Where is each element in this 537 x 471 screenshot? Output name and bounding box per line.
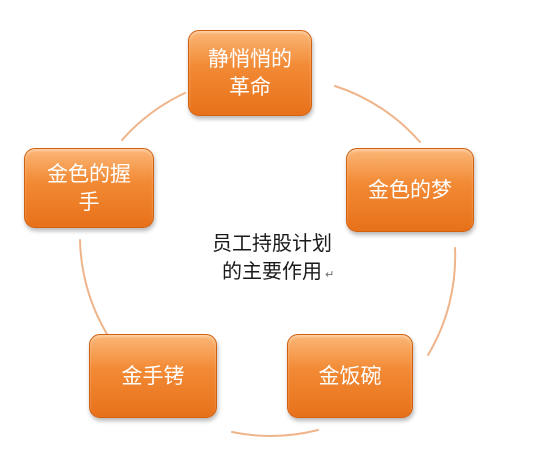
ring-arc-left-bottom [79, 239, 113, 343]
node-golden-handshake: 金色的握 手 [24, 148, 154, 228]
node-golden-rice-bowl: 金饭碗 [287, 334, 413, 418]
ring-arc-right-bottom [427, 247, 457, 356]
paragraph-return-icon: ↵ [325, 268, 335, 281]
ring-arc-top-left [121, 92, 186, 141]
node-golden-dream: 金色的梦 [346, 148, 474, 232]
center-title: 员工持股计划 的主要作用 [180, 229, 364, 285]
ring-arc-bottom [231, 429, 319, 437]
ring-arc-top-right [334, 85, 421, 143]
center-title-line2: 的主要作用 [222, 259, 322, 283]
node-golden-handcuffs: 金手铐 [89, 334, 217, 418]
node-quiet-revolution: 静悄悄的 革命 [188, 30, 312, 116]
center-title-line1: 员工持股计划 [212, 231, 332, 255]
